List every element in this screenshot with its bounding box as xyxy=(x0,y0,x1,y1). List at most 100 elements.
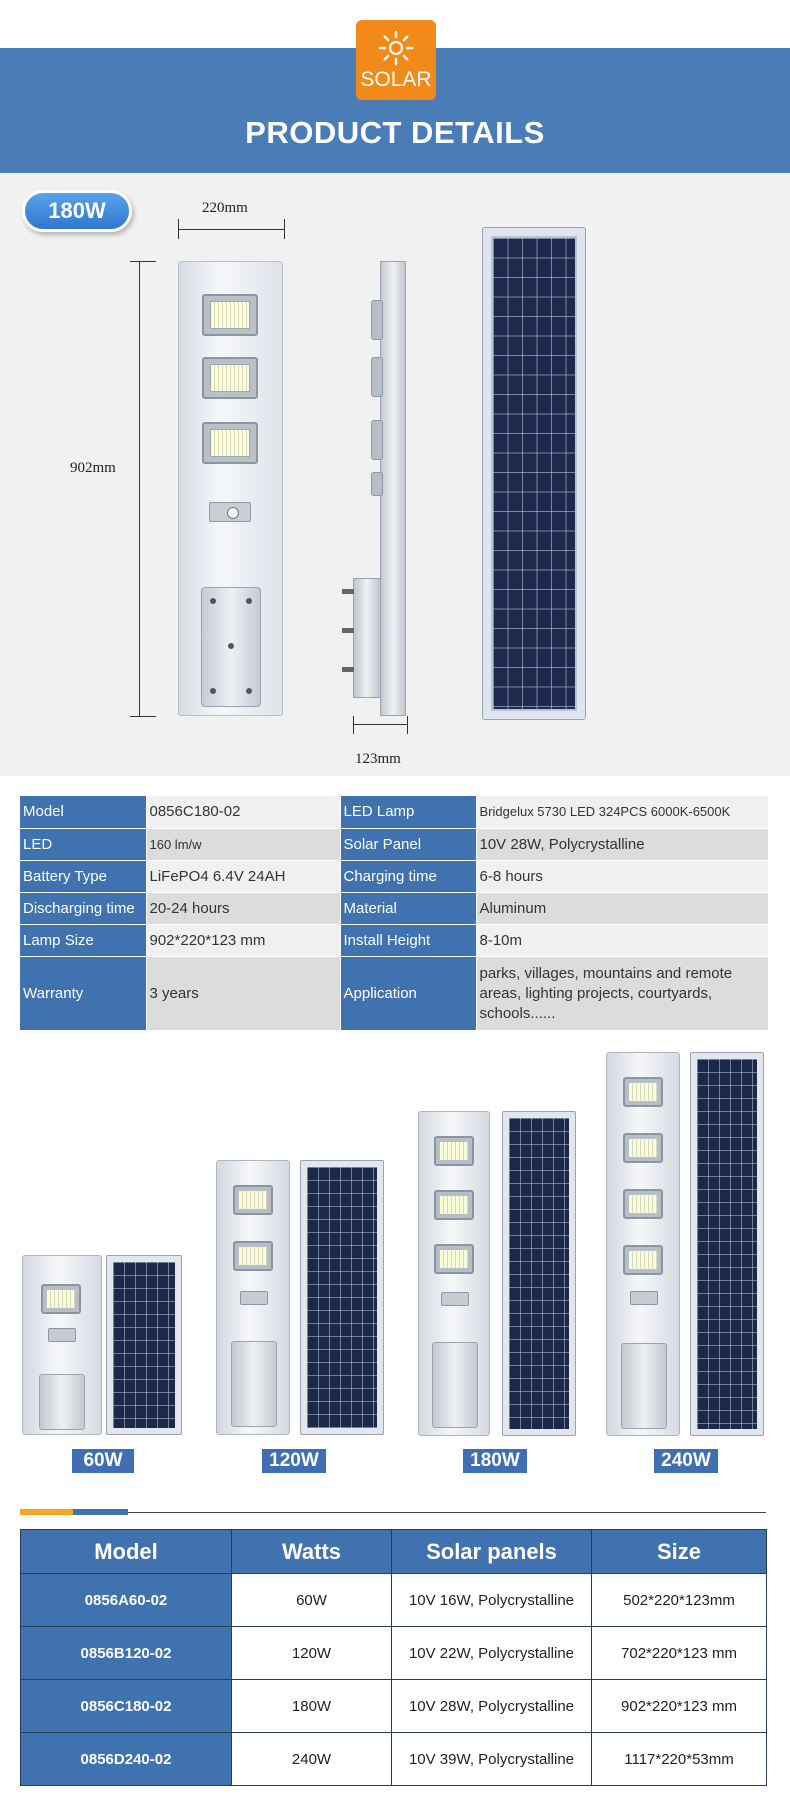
panel-240w xyxy=(690,1052,764,1436)
depth-dimension-tick-right xyxy=(407,716,408,734)
spec-label: LED xyxy=(20,828,147,861)
model-cell: 0856B120-02 xyxy=(20,1626,232,1680)
lamp-front-view xyxy=(178,261,283,716)
spec-label: Solar Panel xyxy=(340,828,477,861)
bolt xyxy=(246,598,252,604)
width-dimension-label: 220mm xyxy=(202,200,248,216)
panel-cell: 10V 16W, Polycrystalline xyxy=(391,1573,592,1627)
lineup-tag-180w: 180W xyxy=(463,1449,527,1473)
width-dimension-line xyxy=(178,229,284,230)
bolt xyxy=(210,688,216,694)
motion-sensor xyxy=(240,1291,268,1305)
led-module xyxy=(434,1244,474,1274)
led-module xyxy=(202,294,258,336)
spec-value: 10V 28W, Polycrystalline xyxy=(476,828,769,861)
lineup-tag-120w: 120W xyxy=(262,1449,326,1473)
solar-cells xyxy=(491,236,577,711)
led-module xyxy=(202,357,258,399)
mounting-bracket xyxy=(621,1343,667,1429)
height-dimension-tick-bottom xyxy=(130,716,156,717)
model-cell: 0856A60-02 xyxy=(20,1573,232,1627)
spec-value: Bridgelux 5730 LED 324PCS 6000K-6500K xyxy=(476,796,769,829)
depth-dimension-line xyxy=(353,724,407,725)
solar-badge-label: SOLAR xyxy=(360,68,432,91)
table-row: 0856C180-02 180W 10V 28W, Polycrystallin… xyxy=(20,1679,767,1733)
spec-label: Battery Type xyxy=(20,860,147,893)
divider-accent-blue xyxy=(73,1509,128,1515)
solar-cells xyxy=(307,1167,377,1428)
lamp-60w-front xyxy=(22,1255,102,1435)
product-drawing: 180W 220mm 902mm 123mm xyxy=(0,173,790,776)
depth-dimension-label: 123mm xyxy=(355,751,401,767)
side-mount-pole xyxy=(353,578,381,698)
motion-sensor xyxy=(630,1291,658,1305)
spec-label: LED Lamp xyxy=(340,796,477,829)
spec-row: Lamp Size 902*220*123 mm Install Height … xyxy=(20,924,769,957)
height-dimension-line xyxy=(139,261,140,716)
height-dimension-label: 902mm xyxy=(70,460,116,477)
spec-label: Charging time xyxy=(340,860,477,893)
spec-value: LiFePO4 6.4V 24AH xyxy=(146,860,341,893)
bolt xyxy=(210,598,216,604)
solar-cells xyxy=(113,1262,175,1428)
spec-value: 160 lm/w xyxy=(146,828,341,861)
panel-cell: 10V 22W, Polycrystalline xyxy=(391,1626,592,1680)
spec-value: Aluminum xyxy=(476,892,769,925)
spec-label: Lamp Size xyxy=(20,924,147,957)
spec-label: Install Height xyxy=(340,924,477,957)
spec-row: Discharging time 20-24 hours Material Al… xyxy=(20,892,769,925)
watt-badge: 180W xyxy=(22,190,132,232)
spec-row: LED 160 lm/w Solar Panel 10V 28W, Polycr… xyxy=(20,828,769,861)
led-module xyxy=(233,1185,273,1215)
led-module xyxy=(623,1245,663,1275)
watts-cell: 240W xyxy=(231,1732,392,1786)
side-profile-bump xyxy=(371,420,383,460)
solar-badge: SOLAR xyxy=(356,20,436,100)
lamp-side-view xyxy=(371,261,406,716)
side-profile-bump xyxy=(371,357,383,397)
led-module xyxy=(623,1133,663,1163)
mounting-bracket xyxy=(231,1341,277,1427)
spec-label: Material xyxy=(340,892,477,925)
solar-panel-back-view xyxy=(482,227,586,720)
panel-cell: 10V 28W, Polycrystalline xyxy=(391,1679,592,1733)
led-module xyxy=(434,1136,474,1166)
spec-label: Model xyxy=(20,796,147,829)
height-dimension-tick-top xyxy=(130,261,156,262)
side-profile-bump xyxy=(371,472,383,496)
table-row: 0856B120-02 120W 10V 22W, Polycrystallin… xyxy=(20,1626,767,1680)
column-header: Solar panels xyxy=(391,1529,592,1574)
spec-value: 8-10m xyxy=(476,924,769,957)
spec-value: 3 years xyxy=(146,956,341,1031)
lamp-180w-front xyxy=(418,1111,490,1436)
motion-sensor xyxy=(441,1292,469,1306)
size-cell: 902*220*123 mm xyxy=(591,1679,767,1733)
model-table: Model Watts Solar panels Size 0856A60-02… xyxy=(20,1529,767,1786)
bolt xyxy=(342,589,354,594)
lamp-120w-front xyxy=(216,1160,290,1435)
width-dimension-tick-right xyxy=(284,219,285,239)
model-cell: 0856D240-02 xyxy=(20,1732,232,1786)
solar-cells xyxy=(509,1118,569,1429)
solar-cells xyxy=(697,1059,757,1429)
mounting-bracket xyxy=(201,587,261,707)
section-divider xyxy=(20,1512,766,1513)
spec-row: Battery Type LiFePO4 6.4V 24AH Charging … xyxy=(20,860,769,893)
column-header: Watts xyxy=(231,1529,392,1574)
panel-60w xyxy=(106,1255,182,1435)
spec-value: 0856C180-02 xyxy=(146,796,341,829)
motion-sensor xyxy=(48,1328,76,1342)
spec-row: Warranty 3 years Application parks, vill… xyxy=(20,956,769,1031)
size-cell: 502*220*123mm xyxy=(591,1573,767,1627)
spec-value: 6-8 hours xyxy=(476,860,769,893)
watts-cell: 180W xyxy=(231,1679,392,1733)
side-profile-bump xyxy=(371,300,383,340)
spec-label: Application xyxy=(340,956,477,1031)
spec-value: 20-24 hours xyxy=(146,892,341,925)
sun-icon xyxy=(378,30,414,66)
led-module xyxy=(623,1077,663,1107)
lamp-240w-front xyxy=(606,1052,680,1436)
spec-row: Model 0856C180-02 LED Lamp Bridgelux 573… xyxy=(20,796,769,829)
table-row: 0856D240-02 240W 10V 39W, Polycrystallin… xyxy=(20,1732,767,1786)
model-cell: 0856C180-02 xyxy=(20,1679,232,1733)
